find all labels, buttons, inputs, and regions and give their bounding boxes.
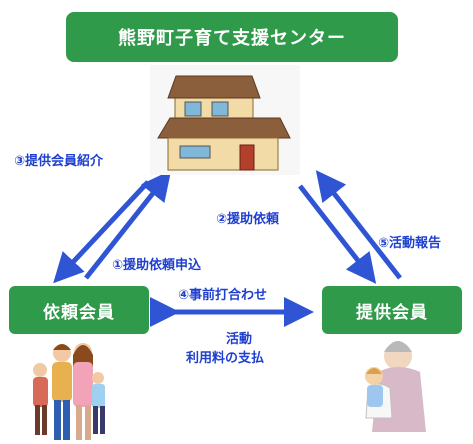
arrow-activity-report — [315, 170, 402, 280]
arrow-request-help — [298, 184, 377, 284]
provider-member-title: 提供会員 — [356, 302, 428, 323]
label-introduce-provider: ③提供会員紹介 — [14, 154, 104, 169]
arrow-apply-help-request — [84, 170, 172, 280]
label-fee-payment: 利用料の支払 — [186, 351, 265, 366]
support-center-title: 熊野町子育て支援センター — [118, 28, 346, 49]
label-apply-help-request: ①援助依頼申込 — [112, 258, 202, 273]
support-center-box: 熊野町子育て支援センター — [66, 12, 398, 62]
label-activity-report: ⑤活動報告 — [378, 236, 442, 251]
provider-member-box: 提供会員 — [322, 286, 462, 334]
label-request-help: ②援助依頼 — [216, 212, 280, 227]
requester-member-box: 依頼会員 — [9, 286, 149, 334]
label-activity: 活動 — [226, 332, 253, 347]
label-pre-meeting: ④事前打合わせ — [178, 288, 268, 303]
arrow-introduce-provider — [53, 180, 150, 284]
requester-member-title: 依頼会員 — [43, 302, 115, 323]
